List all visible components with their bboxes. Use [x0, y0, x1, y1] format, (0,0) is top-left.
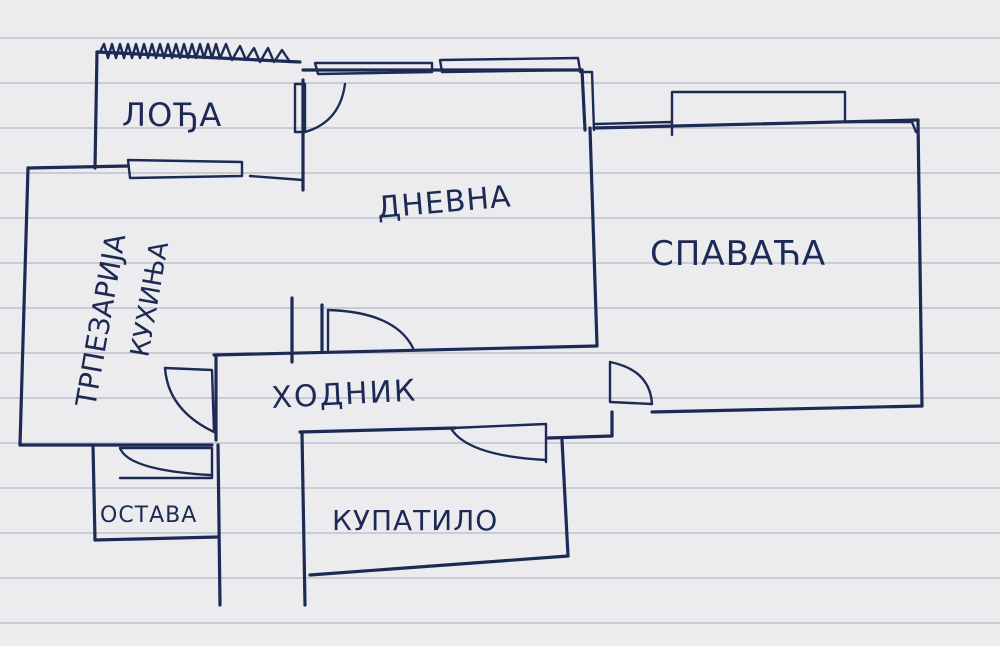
room-label-kitchen: КУХИЊА [125, 239, 175, 359]
bathroom-left-wall [300, 431, 307, 607]
door-bathroom [450, 422, 548, 464]
door-living-hallway [326, 308, 415, 352]
windows [98, 42, 918, 182]
door-bedroom-hallway [608, 360, 654, 406]
hallway-right-step [546, 410, 614, 440]
hallway-top-wall [212, 344, 599, 357]
doors [118, 82, 654, 480]
room-label-bedroom: СПАВАЋА [650, 234, 826, 274]
window-loggia-dining [126, 158, 244, 180]
bathroom-bottom-wall [308, 554, 570, 577]
window-living-1 [313, 61, 434, 76]
room-label-hallway: ХОДНИК [271, 373, 419, 416]
room-label-loggia: ЛОЂА [122, 96, 222, 134]
bathroom-right-wall [560, 438, 570, 558]
room-label-dining: ТРПЕЗАРИЈА [69, 231, 132, 410]
window-bedroom-3 [843, 120, 918, 134]
loggia-balustrade [98, 42, 292, 64]
bedroom-right-wall [916, 118, 924, 408]
dining-top-wall [26, 164, 130, 170]
living-bedroom-wall [588, 126, 599, 347]
room-label-pantry: ОСТАВА [100, 503, 197, 528]
living-right-top-wall [580, 68, 587, 132]
window-left-frame [578, 70, 596, 132]
room-label-living: ДНЕВНА [376, 179, 513, 226]
window-loggia-dining-2 [248, 174, 305, 182]
window-bedroom-2 [670, 90, 847, 124]
room-label-bathroom: КУПАТИЛО [332, 504, 498, 537]
bedroom-bottom-wall [650, 404, 924, 414]
door-loggia-living [293, 82, 347, 134]
door-kitchen-hallway [163, 366, 216, 434]
pantry-right-wall [216, 443, 222, 607]
walls [18, 50, 924, 607]
dining-left-wall [18, 166, 30, 447]
loggia-left-wall [93, 50, 99, 170]
pantry-bottom-wall [93, 535, 220, 542]
door-pantry [118, 446, 214, 480]
pantry-left-wall [91, 443, 97, 542]
hallway-bottom-wall [298, 426, 457, 434]
window-living-2 [438, 56, 582, 74]
